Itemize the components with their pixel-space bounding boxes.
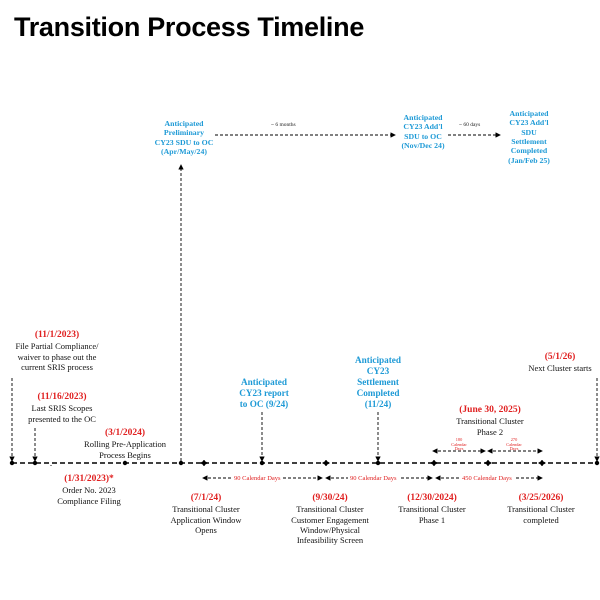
event-12-30-2024: (12/30/2024) Transitional Cluster Phase … xyxy=(398,493,466,525)
tick-dot xyxy=(178,460,184,466)
event-11-1-2023: (11/1/2023) File Partial Compliance/ wai… xyxy=(15,330,99,372)
duration-label-3: 450 Calendar Days xyxy=(460,475,514,482)
gap-60-days: ~ 60 days xyxy=(459,122,481,128)
marker-7-1-24-b xyxy=(203,460,208,466)
marker-phase2-b xyxy=(487,460,492,466)
event-9-30-24: (9/30/24) Transitional Cluster Customer … xyxy=(291,493,369,545)
tick-dot xyxy=(375,460,381,466)
marker-12-30-24-b xyxy=(433,460,438,466)
event-phase-2: (June 30, 2025) Transitional Cluster Pha… xyxy=(456,405,524,437)
tick-dot xyxy=(9,460,15,466)
event-7-1-24: (7/1/24) Transitional Cluster Applicatio… xyxy=(170,493,242,535)
event-3-25-2026: (3/25/2026) Transitional Cluster complet… xyxy=(507,493,575,525)
event-11-16-2023: (11/16/2023) Last SRIS Scopes presented … xyxy=(28,392,96,424)
gap-6-months: ~ 6 months xyxy=(271,122,296,128)
tick-dot xyxy=(122,460,128,466)
tick-dot xyxy=(594,460,600,466)
page-title: Transition Process Timeline xyxy=(14,12,365,42)
marker-9-30-24-b xyxy=(325,460,330,466)
duration-label-2: 90 Calendar Days xyxy=(348,475,399,482)
event-1-31-2023: (1/31/2023)* Order No. 2023 Compliance F… xyxy=(57,474,121,506)
event-3-1-2024: (3/1/2024) Rolling Pre-Application Proce… xyxy=(84,428,166,460)
tick-dot xyxy=(32,460,38,466)
event-next-cluster: (5/1/26) Next Cluster starts xyxy=(528,352,592,374)
duration-label-1: 90 Calendar Days xyxy=(232,475,283,482)
tick-dot xyxy=(259,460,265,466)
marker-3-25-26-b xyxy=(541,460,546,466)
